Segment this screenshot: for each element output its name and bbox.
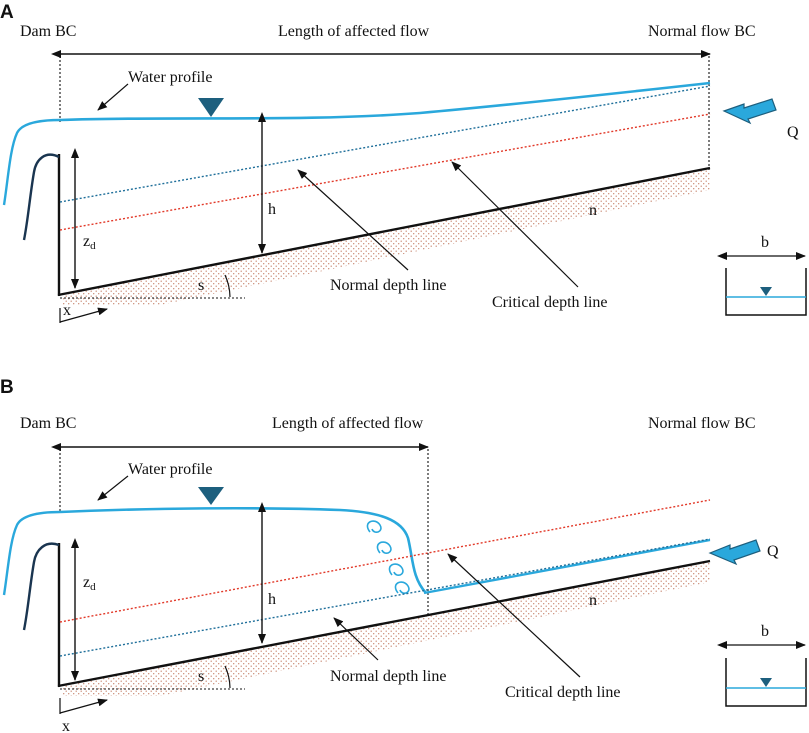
panel-a-section-walls — [725, 268, 807, 316]
panel-a-critical-depth-label: Critical depth line — [492, 294, 608, 311]
panel-b-roller-2 — [376, 541, 392, 555]
panel-a-depth-symbol: h — [268, 201, 276, 218]
panel-a-slope-angle-arc — [224, 274, 231, 298]
panel-a-cross-section: b — [717, 234, 807, 316]
panel-b-roller-1 — [366, 520, 382, 534]
panel-a-soil — [62, 168, 710, 305]
panel-b-depth-symbol: h — [268, 591, 276, 608]
panel-b-overflow-nappe — [2, 510, 61, 596]
panel-b: B Dam BC Length of affected flow Normal … — [0, 377, 807, 733]
panel-a-channel-bed — [57, 166, 711, 297]
panel-b-roughness-symbol: n — [589, 592, 597, 609]
panel-b-normal-flow-bc-label: Normal flow BC — [648, 415, 756, 432]
panel-b-inflow-arrow-icon — [708, 539, 761, 566]
panel-b-flow-symbol: Q — [767, 543, 779, 560]
panel-a-overflow-nappe — [2, 118, 61, 206]
panel-b-normal-depth-label: Normal depth line — [330, 668, 446, 685]
panel-a-dam-height-symbol: zd — [83, 233, 96, 252]
panel-a-dam-face — [22, 153, 60, 241]
panel-b-dam-face — [22, 542, 60, 631]
panel-a-normal-flow-bc-label: Normal flow BC — [648, 23, 756, 40]
panel-a-dam-bc-label: Dam BC — [20, 23, 76, 40]
panel-b-length-label: Length of affected flow — [272, 415, 424, 432]
panel-a-flow-symbol: Q — [787, 124, 799, 141]
panel-b-water-profile — [59, 506, 427, 594]
panel-b-slope-angle-arc — [224, 665, 231, 689]
panel-a-width-symbol: b — [761, 234, 769, 251]
panel-b-dam-bc-label: Dam BC — [20, 415, 76, 432]
panel-b-channel-bed — [57, 559, 711, 688]
panel-b-dam-height-symbol: zd — [83, 574, 96, 593]
panel-b-x-arrow — [59, 698, 108, 714]
panel-b-width-symbol: b — [761, 623, 769, 640]
panel-b-section-walls — [725, 658, 807, 707]
panel-b-soil — [62, 561, 710, 696]
panel-a-x-symbol: x — [63, 302, 71, 319]
panel-a-critical-depth-line — [59, 113, 711, 231]
panel-b-normal-depth-pointer — [333, 617, 379, 661]
panel-a: A Dam BC Length of affected flow Normal … — [0, 2, 807, 323]
panel-a-water-profile — [59, 81, 711, 122]
panel-a-normal-depth-pointer — [297, 169, 409, 271]
panel-b-roller-3 — [388, 563, 404, 577]
panel-a-x-arrow — [59, 307, 108, 323]
panel-a-section-marker-icon — [760, 287, 772, 296]
panel-a-length-label: Length of affected flow — [278, 23, 430, 40]
panel-b-slope-symbol: s — [198, 668, 204, 685]
panel-a-slope-symbol: s — [198, 277, 204, 294]
panel-b-section-marker-icon — [760, 678, 772, 687]
panel-a-label: A — [0, 2, 14, 23]
panel-b-water-profile-label: Water profile — [128, 461, 212, 478]
panel-a-roughness-symbol: n — [589, 202, 597, 219]
panel-b-label: B — [0, 377, 14, 398]
panel-b-critical-depth-pointer — [447, 553, 581, 678]
panel-b-critical-depth-label: Critical depth line — [505, 684, 621, 701]
panel-b-x-symbol: x — [62, 718, 70, 733]
panel-a-water-surface-marker-icon — [198, 98, 224, 117]
panel-a-normal-depth-label: Normal depth line — [330, 277, 446, 294]
panel-a-water-profile-label: Water profile — [128, 69, 212, 86]
panel-b-water-surface-marker-icon — [198, 487, 224, 505]
panel-a-water-profile-pointer — [97, 83, 129, 111]
panel-a-normal-depth-line — [59, 85, 711, 203]
panel-b-roller-4 — [394, 581, 410, 595]
panel-b-cross-section: b — [717, 623, 807, 707]
panel-b-supercritical-profile — [423, 538, 711, 595]
panel-b-water-profile-pointer — [97, 475, 129, 501]
panel-a-inflow-arrow-icon — [722, 98, 777, 125]
panel-a-critical-depth-pointer — [451, 161, 579, 288]
